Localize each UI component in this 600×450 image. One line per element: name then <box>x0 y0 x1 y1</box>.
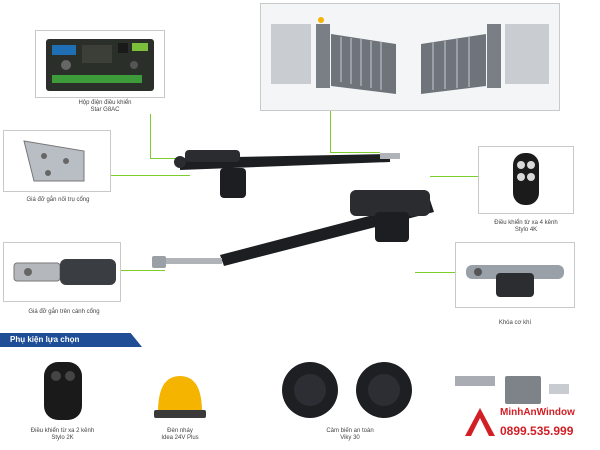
gate-actuator-image <box>152 150 434 268</box>
caption-line: Giá đỡ gắn trên cánh cổng <box>28 309 100 315</box>
remote-4k-panel <box>478 146 574 214</box>
caption-sensor: Cảm biến an toàn Viky 30 <box>300 428 400 442</box>
brand-name: MinhAnWindow <box>500 407 575 418</box>
gate-bracket-panel <box>3 242 121 302</box>
caption-line: Điều khiển từ xa 4 kênh <box>494 220 558 226</box>
caption-lamp: Đèn nháy Idea 24V Plus <box>130 428 230 442</box>
caption-lock-key: Khóa cơ khí <box>470 320 560 327</box>
caption-line: Stylo 2K <box>51 435 74 441</box>
caption-line: Điều khiển từ xa 2 kênh <box>30 428 95 434</box>
caption-remote-4k: Điều khiển từ xa 4 kênh Stylo 4K <box>472 220 580 234</box>
caption-line: Khóa cơ khí <box>498 320 532 326</box>
connector-line <box>150 158 188 159</box>
control-board-image <box>46 39 154 91</box>
connector-line <box>150 114 151 158</box>
caption-control-box: Hộp điện điều khiển Star G8AC <box>50 100 160 114</box>
connector-line <box>430 176 478 177</box>
gate-illustration-panel <box>260 3 560 111</box>
logo-triangle-icon <box>465 408 495 436</box>
caption-line: Đèn nháy <box>167 428 193 434</box>
connector-line <box>120 270 165 271</box>
caption-line: Viky 30 <box>340 435 360 441</box>
connector-line <box>415 272 455 273</box>
caption-line: Hộp điện điều khiển <box>78 100 132 106</box>
connector-line <box>330 152 380 153</box>
caption-gate-bracket: Giá đỡ gắn trên cánh cổng <box>3 309 125 316</box>
connector-line <box>110 175 190 176</box>
release-lock-image <box>466 265 564 297</box>
caption-post-bracket: Giá đỡ gắn nối trụ cổng <box>3 197 113 204</box>
caption-line: Giá đỡ gắn nối trụ cổng <box>26 197 90 203</box>
swing-gate-image <box>261 4 559 110</box>
lock-key-panel <box>455 242 575 308</box>
caption-line: Idea 24V Plus <box>161 435 199 441</box>
brand-phone: 0899.535.999 <box>500 424 574 438</box>
caption-line: Stylo 4K <box>514 227 538 233</box>
remote-2k-image <box>44 362 82 420</box>
caption-line: Star G8AC <box>90 107 120 113</box>
remote-4k-image <box>513 153 539 205</box>
electric-lock-image <box>455 376 569 404</box>
gate-bracket-image <box>13 259 116 285</box>
flashing-lamp-image <box>154 376 206 418</box>
post-bracket-image <box>23 140 85 182</box>
optional-accessories-banner: Phụ kiện lựa chọn <box>0 333 142 347</box>
safety-sensor-image <box>282 362 412 418</box>
caption-line: Cảm biến an toàn <box>326 428 374 434</box>
control-box-panel <box>35 30 165 98</box>
post-bracket-panel <box>3 130 111 192</box>
caption-remote-2k: Điều khiển từ xa 2 kênh Stylo 2K <box>5 428 120 442</box>
connector-line <box>330 110 331 152</box>
